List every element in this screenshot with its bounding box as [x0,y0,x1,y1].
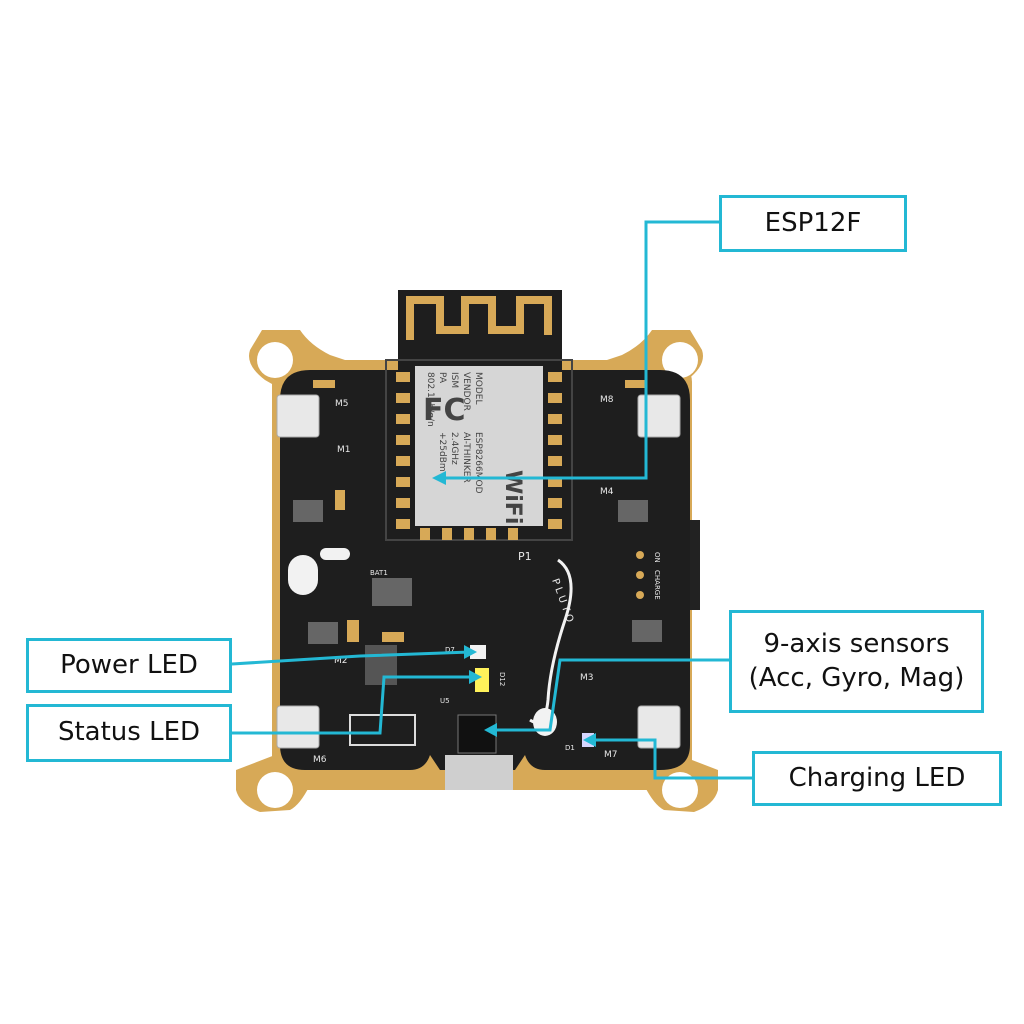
callout-arrowheads [432,471,596,747]
sensors-line-2: (Acc, Gyro, Mag) [748,662,965,693]
module-vendor-label: VENDOR [461,372,471,411]
label-p1: P1 [518,550,532,563]
label-m1: M1 [337,445,351,455]
label-m4: M4 [600,487,614,497]
module-model-label: MODEL [473,372,483,404]
label-m5: M5 [335,399,349,409]
module-pa-value: +25dBm [437,432,447,472]
callout-charging-led: Charging LED [752,751,1002,806]
label-m6: M6 [313,755,327,765]
module-model-value: ESP8266MOD [473,432,483,494]
label-d12: D12 [498,672,506,686]
label-m7: M7 [604,750,618,760]
label-m8: M8 [600,395,614,405]
module-ism-label: ISM [449,372,459,388]
callout-power-led: Power LED [26,638,232,693]
callout-9-axis-sensors: 9-axis sensors (Acc, Gyro, Mag) [729,610,984,713]
esp-module: FC WiFi MODEL VENDOR ISM PA 802.11b/g/n … [385,359,573,541]
label-d1: D1 [565,744,575,752]
label-on: ON [653,552,661,563]
sensors-line-1: 9-axis sensors [763,628,950,659]
label-bat: BAT1 [370,569,388,577]
fcc-logo: FC [423,393,466,428]
label-m3: M3 [580,673,594,683]
power-led [470,645,486,659]
module-ism-value: 2.4GHz [449,432,459,465]
label-u5: U5 [440,697,450,705]
callout-lines [231,220,752,780]
motor-connectors [276,394,681,749]
callout-status-led: Status LED [26,704,232,762]
module-pa-label: PA [437,372,447,384]
callout-esp12f: ESP12F [719,195,907,252]
module-vendor-value: AI-THINKER [461,432,471,483]
label-m2: M2 [334,656,348,666]
status-led [475,668,489,692]
module-std-label: 802.11b/g/n [425,372,435,427]
label-d7: D7 [445,646,455,654]
label-charge: CHARGE [653,570,661,600]
